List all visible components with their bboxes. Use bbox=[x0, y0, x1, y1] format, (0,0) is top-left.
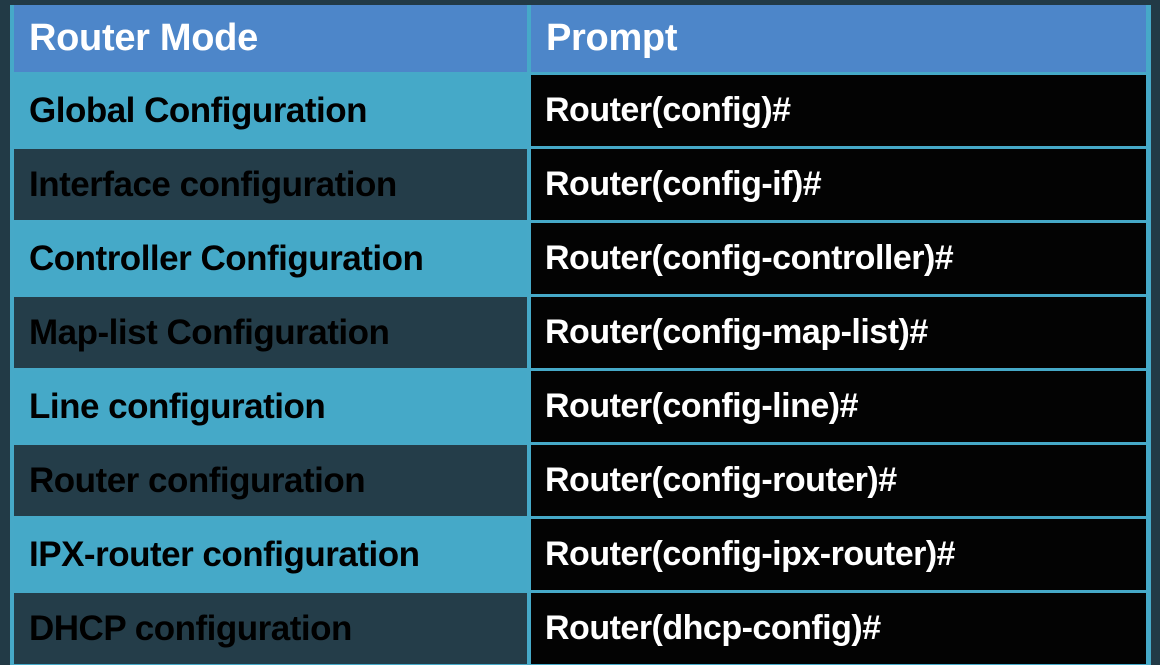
prompt-cell: Router(config-controller)# bbox=[531, 223, 1146, 294]
table-row: Controller Configuration Router(config-c… bbox=[14, 223, 1146, 294]
header-cell-router-mode: Router Mode bbox=[14, 5, 527, 72]
router-modes-table: Router Mode Prompt Global Configuration … bbox=[10, 5, 1151, 665]
prompt-cell: Router(config-router)# bbox=[531, 445, 1146, 516]
table-row: Interface configuration Router(config-if… bbox=[14, 149, 1146, 220]
prompt-cell: Router(config)# bbox=[531, 75, 1146, 146]
table-row: Global Configuration Router(config)# bbox=[14, 75, 1146, 146]
table-row: Map-list Configuration Router(config-map… bbox=[14, 297, 1146, 368]
prompt-cell: Router(config-if)# bbox=[531, 149, 1146, 220]
table-row: Router configuration Router(config-route… bbox=[14, 445, 1146, 516]
prompt-cell: Router(config-ipx-router)# bbox=[531, 519, 1146, 590]
mode-cell: Line configuration bbox=[14, 371, 527, 442]
header-cell-prompt: Prompt bbox=[531, 5, 1146, 72]
table-row: Line configuration Router(config-line)# bbox=[14, 371, 1146, 442]
mode-cell: DHCP configuration bbox=[14, 593, 527, 664]
mode-cell: Global Configuration bbox=[14, 75, 527, 146]
mode-cell: Router configuration bbox=[14, 445, 527, 516]
mode-cell: Interface configuration bbox=[14, 149, 527, 220]
prompt-cell: Router(dhcp-config)# bbox=[531, 593, 1146, 664]
mode-cell: IPX-router configuration bbox=[14, 519, 527, 590]
table-row: DHCP configuration Router(dhcp-config)# bbox=[14, 593, 1146, 664]
prompt-cell: Router(config-line)# bbox=[531, 371, 1146, 442]
mode-cell: Map-list Configuration bbox=[14, 297, 527, 368]
table-row: IPX-router configuration Router(config-i… bbox=[14, 519, 1146, 590]
table-header-row: Router Mode Prompt bbox=[14, 5, 1146, 72]
prompt-cell: Router(config-map-list)# bbox=[531, 297, 1146, 368]
mode-cell: Controller Configuration bbox=[14, 223, 527, 294]
